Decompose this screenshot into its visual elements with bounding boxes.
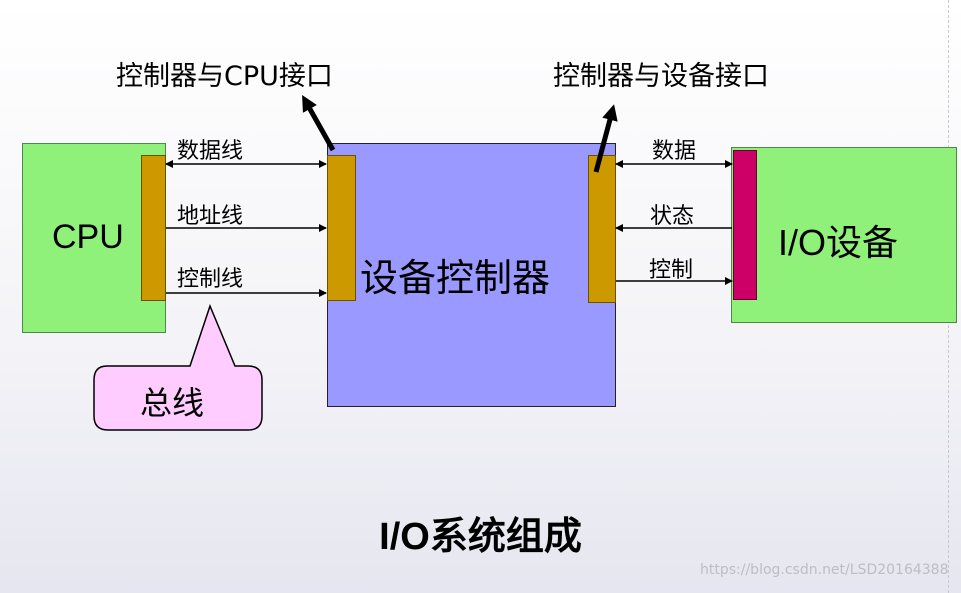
io-device-port [733, 150, 757, 300]
control-line-label: 控制线 [177, 267, 244, 292]
diagram-caption: I/O系统组成 [379, 516, 582, 558]
device-controller-box [327, 143, 616, 407]
bus-callout-bubble [93, 303, 263, 431]
cpu-interface-title: 控制器与CPU接口 [116, 61, 333, 92]
address-line-label: 地址线 [177, 204, 244, 229]
device-control-label: 控制 [649, 258, 694, 283]
device-controller-label: 设备控制器 [360, 256, 551, 300]
data-line-label: 数据线 [177, 139, 244, 164]
device-interface-pointer [593, 104, 618, 173]
bus-callout-label: 总线 [140, 384, 205, 422]
cpu-label: CPU [52, 218, 124, 256]
cpu-interface-pointer [302, 95, 336, 152]
device-status-label: 状态 [650, 204, 695, 229]
io-device-label: I/O设备 [778, 222, 899, 263]
device-data-label: 数据 [652, 139, 697, 164]
cpu-bus-port [141, 155, 166, 301]
io-device-box [731, 147, 957, 323]
controller-cpu-port [327, 155, 356, 301]
watermark-text: https://blog.csdn.net/LSD20164388 [700, 562, 949, 578]
device-interface-title: 控制器与设备接口 [553, 61, 769, 92]
